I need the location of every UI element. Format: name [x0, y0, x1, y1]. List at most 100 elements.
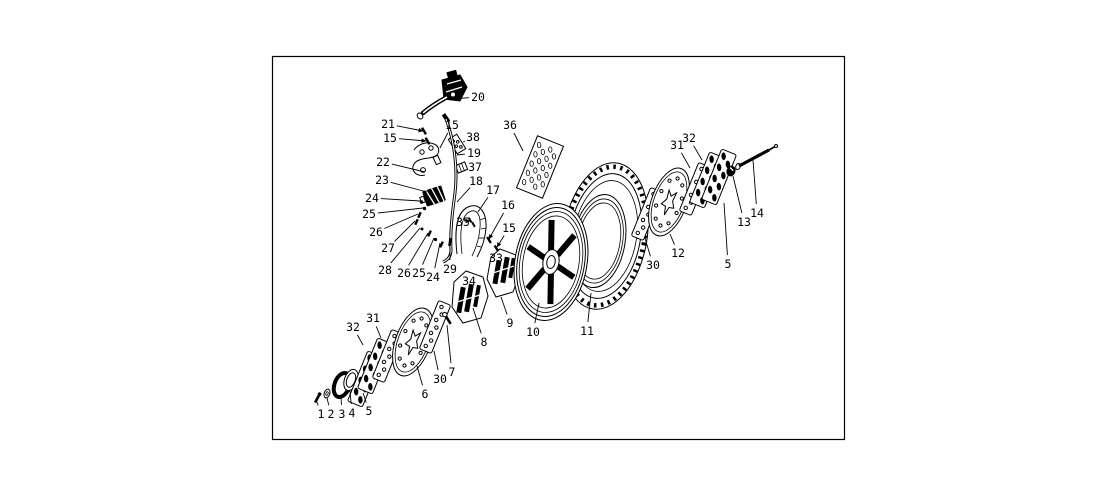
leader-line-14	[752, 159, 757, 205]
callout-20: 20	[471, 90, 485, 104]
leader-line-15c	[496, 235, 505, 248]
callout-26b: 26	[397, 266, 411, 280]
leader-line-10	[534, 302, 540, 324]
leader-line-28	[390, 227, 421, 264]
washer-2	[323, 388, 331, 399]
callout-32r: 32	[682, 131, 696, 145]
callout-22: 22	[376, 155, 390, 169]
callout-15b: 15	[445, 118, 459, 132]
connector-37	[454, 161, 469, 174]
callout-8: 8	[481, 335, 488, 349]
leader-line-23	[390, 181, 428, 193]
leader-line-13	[732, 175, 743, 214]
callout-16: 16	[501, 198, 515, 212]
callout-31r: 31	[670, 138, 684, 152]
fastener-cluster-24-29	[414, 200, 452, 248]
leader-line-5l	[362, 392, 367, 403]
callout-32l: 32	[346, 320, 360, 334]
callout-14: 14	[750, 206, 764, 220]
brake-lever-assembly-20	[416, 69, 468, 120]
callout-21: 21	[381, 117, 395, 131]
leader-line-18	[456, 187, 471, 203]
leader-line-25a	[377, 207, 424, 214]
callout-27: 27	[381, 241, 395, 255]
leader-line-5r	[723, 202, 728, 256]
callout-2: 2	[328, 407, 335, 421]
leader-line-19	[456, 153, 466, 156]
callout-4: 4	[349, 406, 356, 420]
callout-13: 13	[737, 215, 751, 229]
leader-line-15b	[439, 132, 449, 149]
callout-11: 11	[580, 324, 594, 338]
callout-19: 19	[467, 146, 481, 160]
callout-25b: 25	[412, 266, 426, 280]
leader-line-11	[587, 292, 592, 323]
wheel-rim-10	[513, 203, 589, 321]
callout-15a: 15	[383, 131, 397, 145]
callout-34: 34	[462, 274, 476, 288]
leader-line-9	[500, 296, 508, 315]
leader-line-17	[477, 197, 489, 213]
caliper-half-34	[451, 270, 489, 324]
callout-15c: 15	[502, 221, 516, 235]
callout-1: 1	[318, 407, 325, 421]
callout-9: 9	[507, 316, 514, 330]
leader-line-25b	[422, 237, 435, 265]
leader-line-36	[513, 132, 524, 152]
leader-line-15a	[398, 138, 427, 143]
callout-25a: 25	[362, 207, 376, 221]
leader-line-2	[326, 397, 330, 406]
leader-line-30l	[433, 350, 439, 371]
speedometer-drive-23	[419, 185, 446, 207]
leader-line-27	[394, 220, 416, 242]
leader-line-26a	[384, 213, 419, 229]
bolt-7	[442, 311, 452, 325]
callout-33: 33	[489, 251, 503, 265]
axle-nut-13	[726, 165, 736, 177]
bolt-1	[313, 392, 322, 404]
leader-line-16	[488, 212, 504, 240]
callout-18: 18	[469, 174, 483, 188]
callout-24b: 24	[426, 270, 440, 284]
callout-17: 17	[486, 183, 500, 197]
leader-line-30r	[644, 237, 651, 257]
leader-line-26b	[408, 232, 429, 266]
leader-line-3	[340, 396, 342, 406]
leader-line-38	[462, 140, 466, 143]
callout-30l: 30	[433, 372, 447, 386]
leader-line-20	[451, 97, 470, 100]
callout-7: 7	[449, 365, 456, 379]
leader-line-32l	[357, 334, 364, 346]
callout-3: 3	[339, 407, 346, 421]
callout-10: 10	[526, 325, 540, 339]
callout-35: 35	[456, 215, 470, 229]
axle-14	[735, 144, 778, 171]
leader-line-24a	[380, 198, 421, 202]
callout-26a: 26	[369, 225, 383, 239]
callout-12: 12	[671, 246, 685, 260]
gasket-plate-36	[515, 135, 565, 199]
leader-line-32r	[693, 145, 703, 161]
speedometer-cable-18-19	[441, 113, 458, 264]
clamp-bracket-22	[412, 142, 442, 176]
callout-24a: 24	[365, 191, 379, 205]
callout-28: 28	[378, 263, 392, 277]
callout-38: 38	[466, 130, 480, 144]
leader-line-31l	[375, 326, 382, 339]
leader-line-8	[472, 307, 482, 334]
leader-line-1	[316, 401, 319, 406]
leader-line-31r	[681, 152, 691, 169]
callout-29: 29	[443, 262, 457, 276]
leader-line-6	[416, 365, 423, 386]
callout-6: 6	[422, 387, 429, 401]
callout-37: 37	[468, 160, 482, 174]
leader-line-21	[396, 125, 424, 133]
hose-guard-17	[455, 205, 487, 258]
leader-line-12	[669, 233, 675, 245]
leader-line-22	[391, 163, 426, 173]
callout-36: 36	[503, 118, 517, 132]
leader-line-4	[349, 390, 352, 405]
leader-line-7	[446, 324, 452, 364]
